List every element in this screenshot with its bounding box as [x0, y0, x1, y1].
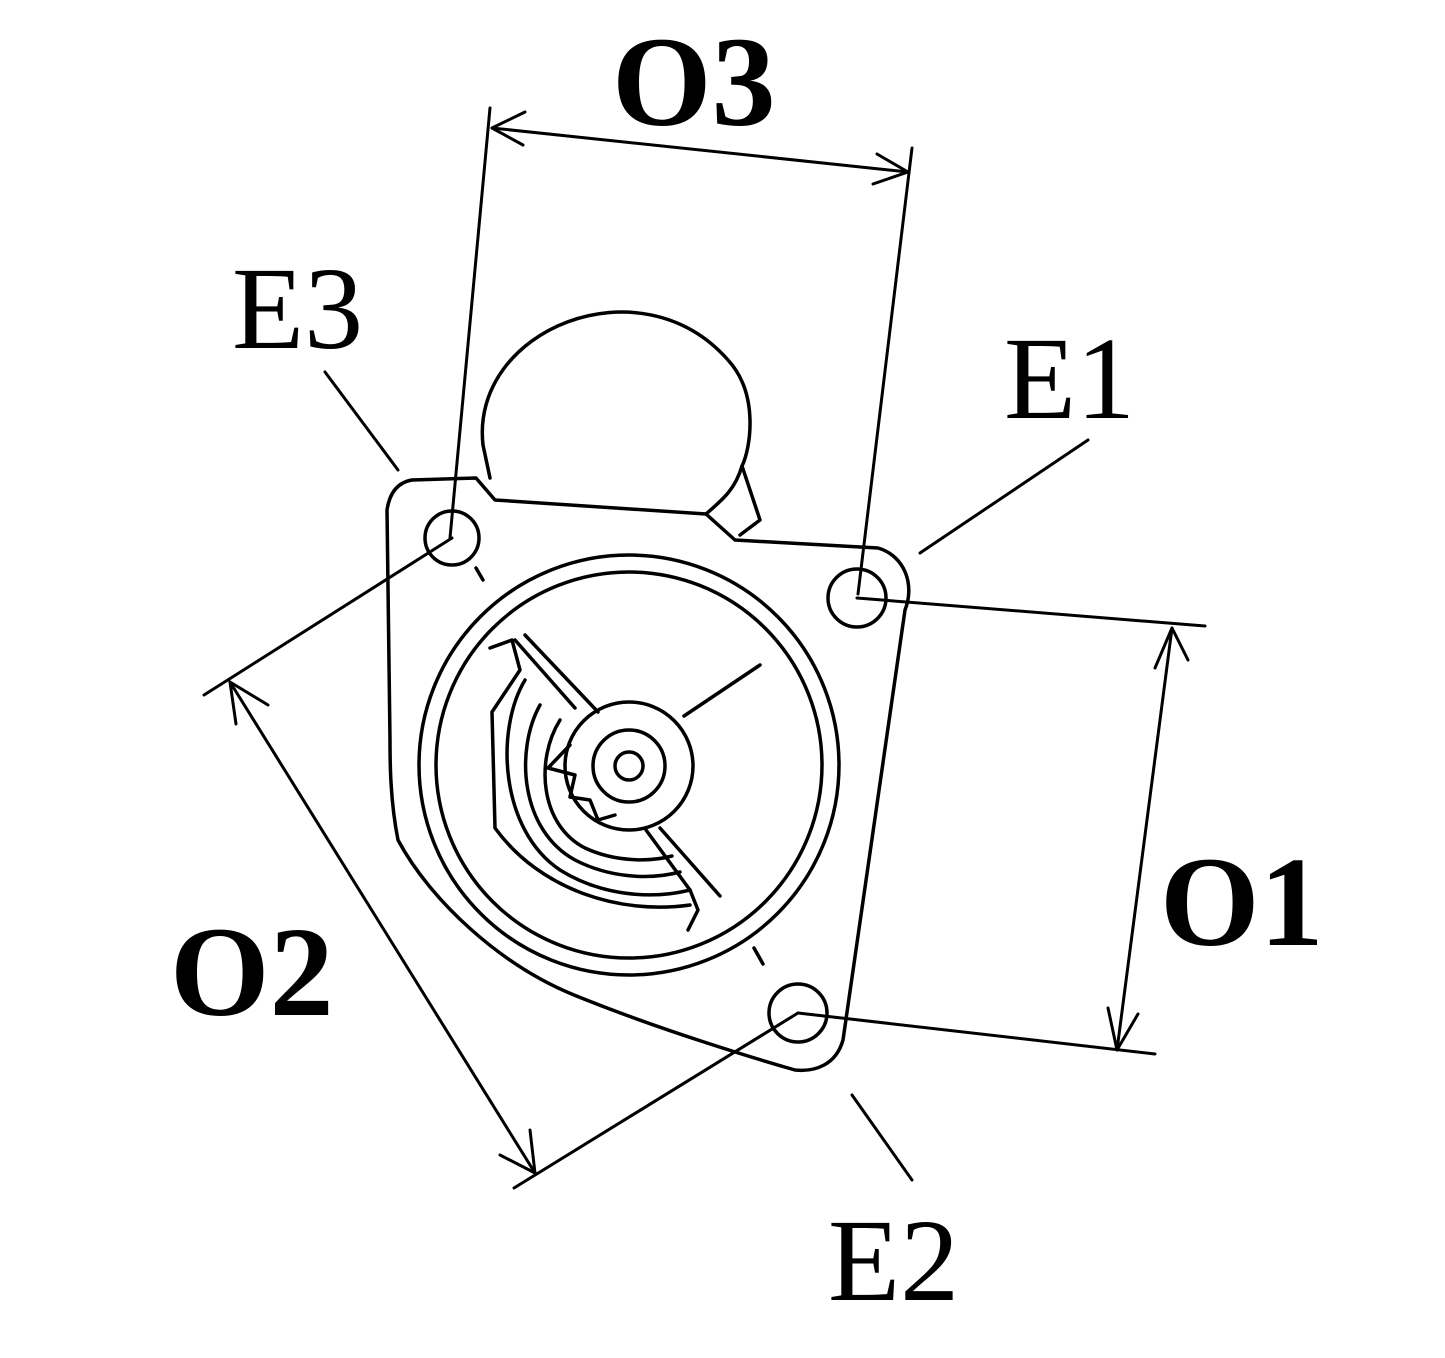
- e1-leader: [918, 438, 1090, 555]
- e2-leader: [850, 1093, 914, 1182]
- pinion-arc-3: [523, 703, 682, 879]
- mounting-hole-e2: [767, 982, 829, 1044]
- spoke-lower-tip: [686, 888, 700, 932]
- label-e1: E1: [1004, 313, 1135, 444]
- centerline-dash-bottom: [752, 946, 765, 966]
- e3-leader: [323, 370, 400, 472]
- o3-extension-left: [448, 106, 492, 540]
- spoke-lower-right: [658, 826, 722, 898]
- solenoid-housing: [480, 310, 752, 516]
- o2-arrow-top: [228, 680, 270, 726]
- spoke-upper-left: [513, 638, 577, 710]
- label-o3: O3: [612, 11, 776, 153]
- o1-dimension-line: [1115, 626, 1174, 1052]
- spoke-lower-right-2: [644, 828, 692, 892]
- o1-extension-top: [855, 596, 1207, 628]
- mounting-flange: [385, 476, 911, 1073]
- shaft-hub-outer: [563, 700, 695, 832]
- pinion-teeth: [546, 743, 617, 822]
- o2-dimension-line: [228, 680, 537, 1175]
- label-o1: O1: [1160, 831, 1324, 973]
- o1-arrow-top: [1153, 626, 1190, 670]
- nose-inner-ring: [434, 570, 824, 960]
- pinion-arc-outer: [488, 638, 692, 909]
- o2-extension-top: [202, 536, 454, 697]
- o3-arrow-left: [490, 110, 527, 147]
- label-e3: E3: [232, 243, 363, 374]
- pinion-arc-4: [543, 718, 674, 862]
- nose-outer-ring: [417, 553, 841, 977]
- o1-arrow-bottom: [1106, 1006, 1140, 1052]
- spoke-upper-right: [682, 663, 762, 718]
- o3-dimension-line: [490, 126, 910, 174]
- mounting-hole-e1: [826, 567, 888, 629]
- label-e2: E2: [828, 1195, 959, 1326]
- pinion-arc-2: [505, 678, 692, 897]
- o3-extension-right: [856, 146, 914, 596]
- o2-arrow-bottom: [498, 1128, 537, 1175]
- o2-extension-bottom: [512, 1011, 800, 1190]
- shaft-hub-middle: [591, 728, 667, 804]
- label-o2: O2: [170, 901, 334, 1043]
- spoke-upper-left-2: [523, 633, 600, 714]
- centerline-dash-top: [474, 566, 485, 582]
- solenoid-neck: [738, 464, 762, 537]
- shaft-hub-inner: [613, 750, 645, 782]
- o3-arrow-right: [871, 152, 910, 186]
- o1-extension-bottom: [796, 1011, 1157, 1056]
